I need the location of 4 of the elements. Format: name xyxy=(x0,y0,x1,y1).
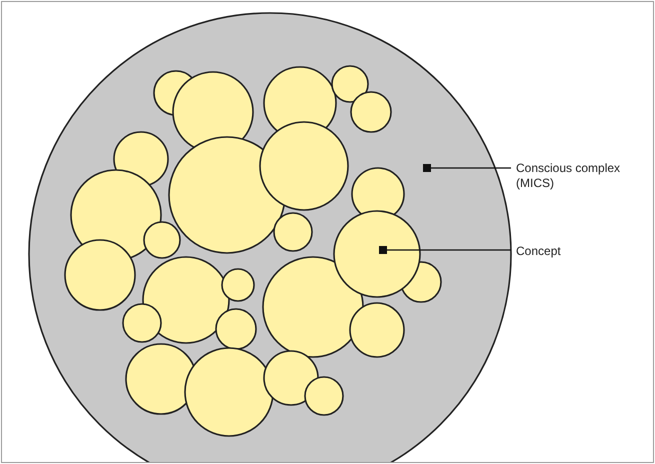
leader-line xyxy=(379,246,511,254)
leader-line xyxy=(423,164,511,172)
callout-label: Concept xyxy=(516,244,562,259)
callout-label: Conscious complex (MICS) xyxy=(516,161,622,191)
